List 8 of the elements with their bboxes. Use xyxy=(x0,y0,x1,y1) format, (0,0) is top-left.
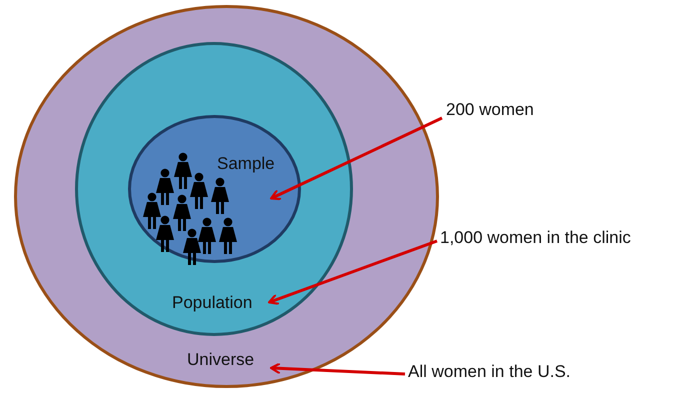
ellipse-label: Population xyxy=(172,293,252,313)
callout-text: All women in the U.S. xyxy=(408,362,571,382)
ellipse-label: Sample xyxy=(217,154,275,174)
arrow xyxy=(270,362,406,376)
ellipse-label: Universe xyxy=(187,350,254,370)
arrow xyxy=(270,116,443,200)
callout-text: 200 women xyxy=(446,100,534,120)
callout-text: 1,000 women in the clinic xyxy=(440,228,631,248)
